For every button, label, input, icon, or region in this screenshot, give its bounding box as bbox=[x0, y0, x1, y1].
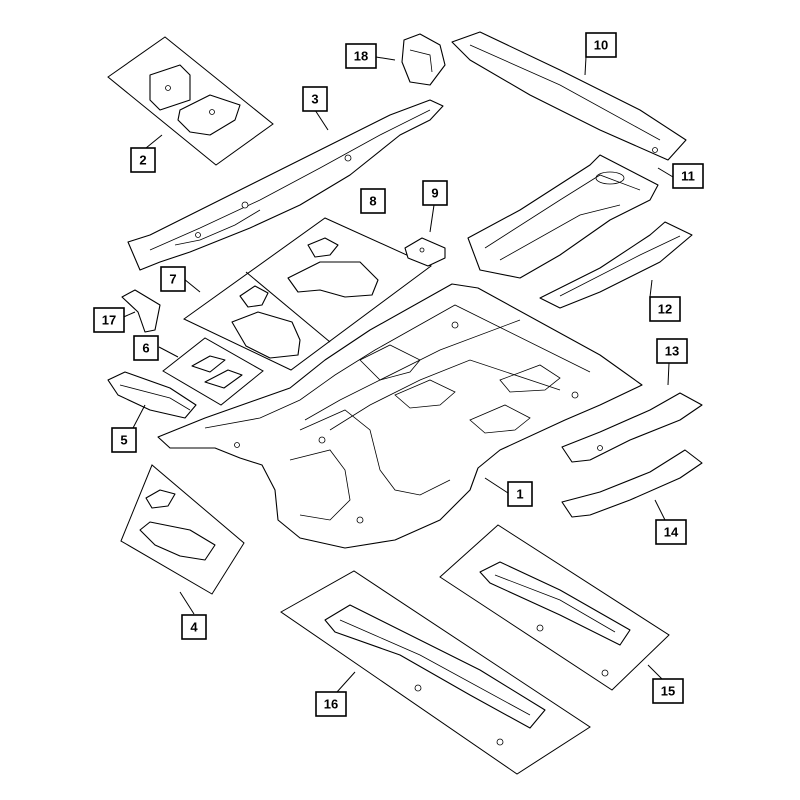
callout-16-label: 16 bbox=[324, 697, 338, 712]
tunnel-pan-part-11 bbox=[467, 154, 659, 279]
clip-part-9 bbox=[404, 237, 446, 267]
group-frame-15 bbox=[439, 524, 670, 691]
callout-7-label: 7 bbox=[169, 272, 176, 287]
callout-12-label: 12 bbox=[658, 302, 672, 317]
callout-3: 3 bbox=[302, 86, 328, 112]
bracket-part-2 bbox=[149, 64, 241, 136]
callout-17-label: 17 bbox=[102, 313, 116, 328]
group-frame-8-7 bbox=[183, 217, 432, 371]
callout-9-label: 9 bbox=[431, 186, 438, 201]
group-frame-16 bbox=[280, 570, 591, 775]
callout-6: 6 bbox=[133, 335, 159, 361]
callout-3-label: 3 bbox=[311, 92, 318, 107]
callout-2: 2 bbox=[130, 147, 156, 173]
callout-1: 1 bbox=[507, 481, 533, 507]
callout-6-label: 6 bbox=[142, 341, 149, 356]
callout-7: 7 bbox=[160, 266, 186, 292]
callout-17: 17 bbox=[93, 307, 125, 333]
callout-18: 18 bbox=[345, 43, 377, 69]
group-frame-4 bbox=[120, 464, 245, 595]
callout-14: 14 bbox=[655, 519, 687, 545]
callout-10-label: 10 bbox=[594, 38, 608, 53]
callout-5: 5 bbox=[111, 427, 137, 453]
callout-2-label: 2 bbox=[139, 153, 146, 168]
group-frame-divider bbox=[245, 271, 331, 343]
group-frame-6 bbox=[162, 337, 264, 406]
rail-part-14 bbox=[561, 449, 703, 518]
rail-part-10 bbox=[451, 31, 687, 161]
callout-12: 12 bbox=[649, 296, 681, 322]
callout-5-label: 5 bbox=[120, 433, 127, 448]
pad-part-6 bbox=[191, 355, 243, 389]
bracket-part-8 bbox=[287, 237, 379, 298]
crossmember-part-15 bbox=[479, 561, 631, 677]
callout-11: 11 bbox=[672, 163, 704, 189]
bracket-part-18 bbox=[401, 33, 446, 86]
callout-4: 4 bbox=[181, 614, 207, 640]
floor-pan-part bbox=[157, 283, 643, 549]
group-frame-2 bbox=[107, 36, 274, 166]
bracket-part-7 bbox=[231, 285, 301, 359]
callout-16: 16 bbox=[315, 691, 347, 717]
bracket-part-5 bbox=[107, 371, 197, 419]
callout-9: 9 bbox=[422, 180, 448, 206]
callout-15: 15 bbox=[652, 678, 684, 704]
callout-8: 8 bbox=[360, 188, 386, 214]
crossmember-part-3 bbox=[127, 99, 444, 271]
callout-13-label: 13 bbox=[665, 344, 679, 359]
callout-13: 13 bbox=[656, 338, 688, 364]
rail-part-13 bbox=[561, 392, 703, 463]
callout-10: 10 bbox=[585, 32, 617, 58]
callout-4-label: 4 bbox=[190, 620, 198, 635]
callout-18-label: 18 bbox=[354, 49, 368, 64]
callout-15-label: 15 bbox=[661, 684, 675, 699]
callout-1-label: 1 bbox=[516, 487, 523, 502]
leader-lines bbox=[118, 56, 674, 693]
rail-part-12 bbox=[539, 221, 693, 309]
callout-11-label: 11 bbox=[681, 169, 695, 184]
bracket-part-4 bbox=[139, 489, 216, 561]
callout-14-label: 14 bbox=[664, 525, 679, 540]
crossmember-part-16 bbox=[324, 604, 546, 746]
callout-8-label: 8 bbox=[369, 194, 376, 209]
bracket-part-17 bbox=[121, 289, 161, 333]
